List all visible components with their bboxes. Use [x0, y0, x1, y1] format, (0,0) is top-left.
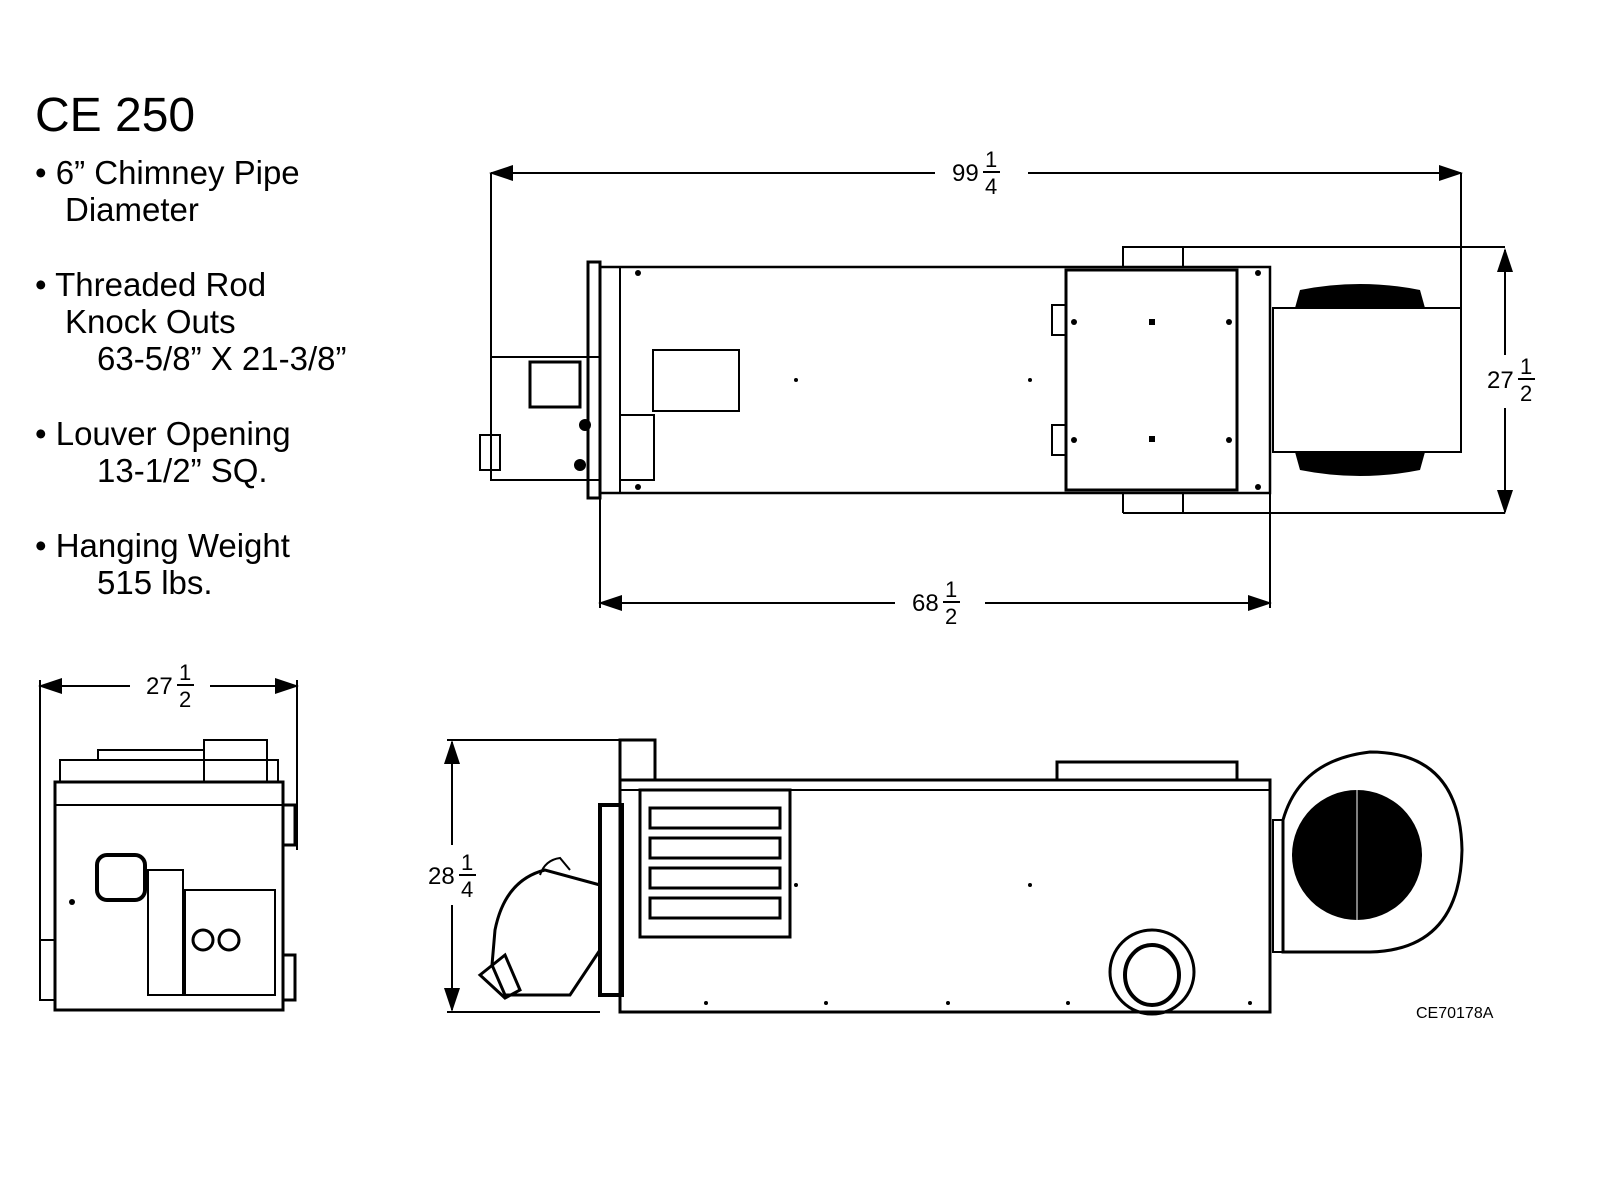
- fraction-num: 1: [1520, 354, 1532, 379]
- spec-line: Diameter: [65, 191, 199, 228]
- model-title: CE 250: [35, 89, 196, 142]
- dimension-top-width: 27: [1487, 367, 1514, 394]
- fraction-den: 2: [179, 687, 191, 712]
- fraction-den: 2: [945, 604, 957, 629]
- spec-line: • Hanging Weight: [35, 527, 290, 564]
- spec-chimney: • 6” Chimney Pipe Diameter: [35, 154, 346, 228]
- fraction-num: 1: [985, 147, 997, 172]
- spec-line: • Louver Opening: [35, 415, 291, 452]
- dimension-height: 28: [428, 863, 455, 890]
- louver-panel: [638, 788, 792, 939]
- spec-louver: • Louver Opening 13-1/2” SQ.: [35, 415, 346, 489]
- spec-knockouts: • Threaded Rod Knock Outs 63-5/8” X 21-3…: [35, 266, 346, 377]
- spec-list: CE 250 • 6” Chimney Pipe Diameter • Thre…: [35, 88, 346, 639]
- fraction-num: 1: [461, 850, 473, 875]
- access-port: [1108, 928, 1196, 1016]
- spec-weight: • Hanging Weight 515 lbs.: [35, 527, 346, 601]
- drawing-number: CE70178A: [1416, 1005, 1494, 1022]
- dimension-overall-length: 99: [952, 160, 979, 187]
- burner-top: [479, 260, 602, 500]
- fraction-den: 4: [985, 174, 997, 199]
- side-view: 28 1 4: [428, 738, 1464, 1016]
- front-view: 27 1 2: [38, 660, 299, 1012]
- spec-line: 515 lbs.: [97, 564, 213, 601]
- dimension-cabinet-length: 68: [912, 590, 939, 617]
- spec-line: Knock Outs: [65, 303, 236, 340]
- spec-line: • 6” Chimney Pipe: [35, 154, 300, 191]
- fraction-den: 4: [461, 877, 473, 902]
- dimension-front-width: 27: [146, 673, 173, 700]
- fraction-num: 1: [179, 660, 191, 685]
- spec-line: • Threaded Rod: [35, 266, 267, 303]
- blower-side: [1272, 750, 1464, 954]
- fraction-num: 1: [945, 577, 957, 602]
- top-view: 99 1 4: [479, 147, 1535, 629]
- spec-line: 63-5/8” X 21-3/8”: [97, 340, 347, 377]
- fraction-den: 2: [1520, 381, 1532, 406]
- burner-side: [477, 856, 602, 1000]
- spec-line: 13-1/2” SQ.: [97, 452, 268, 489]
